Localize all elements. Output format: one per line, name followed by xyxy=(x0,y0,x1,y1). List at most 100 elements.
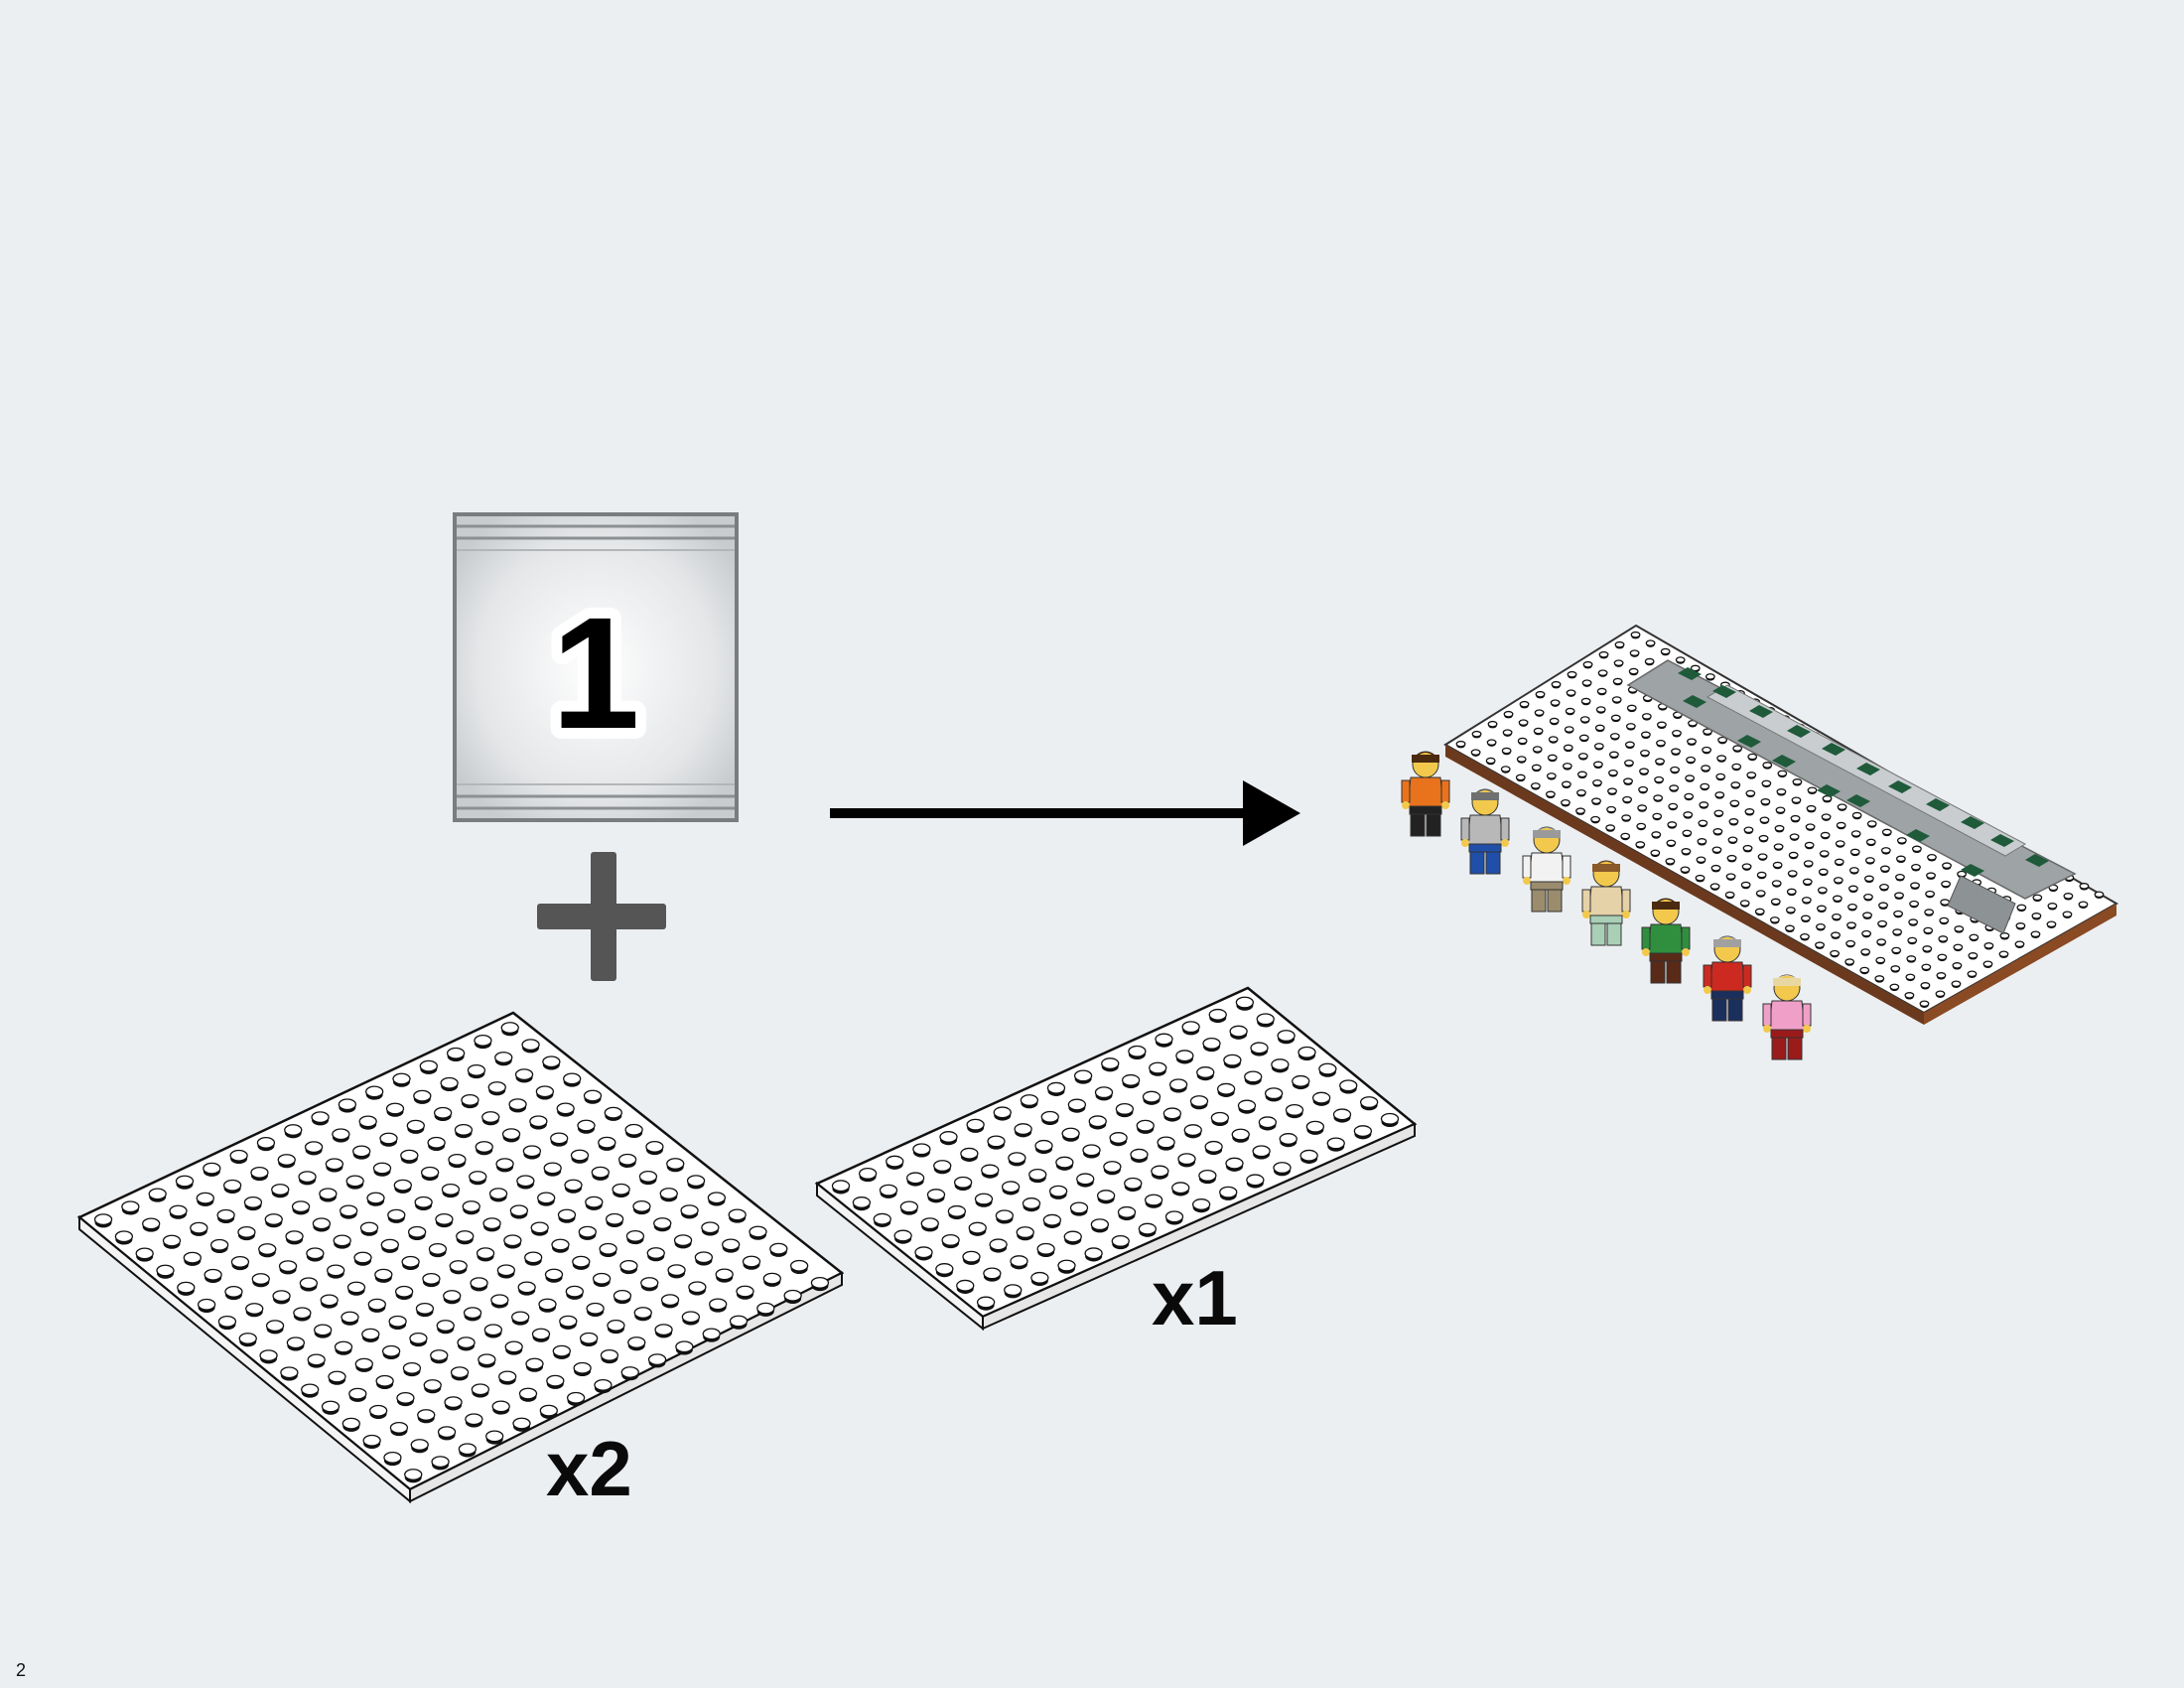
stud xyxy=(251,1273,270,1288)
stud xyxy=(1907,936,1918,945)
stud xyxy=(1954,925,1965,933)
stud xyxy=(2015,922,2026,930)
stud xyxy=(1162,1107,1182,1122)
stud xyxy=(1030,1271,1049,1287)
stud xyxy=(1668,802,1679,811)
stud xyxy=(1920,982,1931,990)
stud xyxy=(1136,1119,1155,1134)
stud xyxy=(1702,746,1712,755)
stud xyxy=(1219,1186,1238,1200)
stud xyxy=(688,1281,707,1296)
minifig-grey-cap xyxy=(1460,788,1510,875)
stud xyxy=(1596,687,1607,696)
stud xyxy=(229,1149,248,1164)
stud xyxy=(280,1366,299,1381)
stud xyxy=(960,1147,979,1162)
stud xyxy=(431,1456,450,1471)
stud xyxy=(1244,1070,1263,1085)
stud xyxy=(1576,771,1587,779)
stud xyxy=(1640,731,1651,740)
stud xyxy=(525,1357,544,1372)
stud xyxy=(1927,853,1937,862)
stud xyxy=(920,1217,939,1232)
stud xyxy=(1096,1190,1116,1204)
stud xyxy=(478,1353,496,1368)
stud xyxy=(1501,747,1512,756)
minifig-red-jacket xyxy=(1703,935,1752,1022)
stud xyxy=(1635,841,1646,849)
stud xyxy=(1904,992,1915,1000)
stud xyxy=(1652,812,1663,821)
stud xyxy=(1746,772,1757,779)
stud xyxy=(524,1251,543,1266)
stud xyxy=(559,1315,578,1330)
stud xyxy=(557,1208,577,1223)
stud xyxy=(599,1242,617,1257)
stud xyxy=(1846,921,1856,929)
stud xyxy=(491,1400,510,1415)
stud xyxy=(1847,903,1857,912)
minifig-green-shirt xyxy=(1641,898,1691,984)
minifig-pink-top xyxy=(1762,974,1812,1060)
stud xyxy=(1728,818,1739,826)
stud xyxy=(1562,763,1572,771)
stud xyxy=(444,1396,463,1411)
stud xyxy=(449,1260,468,1275)
stud xyxy=(1682,829,1693,838)
stud xyxy=(1175,1050,1194,1064)
stud xyxy=(1101,1057,1120,1072)
stud xyxy=(209,1238,229,1253)
quantity-label-large-plate: x2 xyxy=(546,1425,632,1512)
stud xyxy=(1891,946,1902,955)
stud xyxy=(1816,905,1827,914)
stud xyxy=(1598,650,1609,659)
stud xyxy=(1671,748,1681,756)
stud xyxy=(203,1162,221,1177)
stud xyxy=(1597,669,1608,677)
stud xyxy=(415,1302,435,1318)
stud xyxy=(490,1294,509,1309)
stud xyxy=(1713,809,1724,818)
stud xyxy=(304,1141,324,1156)
stud xyxy=(1699,801,1709,809)
stud xyxy=(1605,824,1616,832)
stud xyxy=(2078,901,2089,909)
stud xyxy=(1326,1137,1345,1152)
stud xyxy=(831,1180,851,1195)
stud xyxy=(458,1443,478,1458)
stud xyxy=(873,1212,891,1227)
stud xyxy=(1273,1162,1292,1177)
stud xyxy=(328,1370,346,1385)
stud xyxy=(893,1229,912,1244)
stud xyxy=(245,1303,264,1318)
green-tile xyxy=(1712,685,1736,698)
stud xyxy=(1698,819,1708,828)
stud xyxy=(715,1268,734,1283)
stud xyxy=(1551,680,1562,689)
stud xyxy=(2048,884,2059,893)
stud xyxy=(1515,774,1526,782)
stud xyxy=(1819,850,1830,858)
stud xyxy=(1862,912,1872,919)
stud xyxy=(1705,673,1715,681)
stud xyxy=(476,1247,495,1262)
stud xyxy=(1055,1156,1074,1171)
stud xyxy=(632,1199,651,1215)
stud xyxy=(1999,932,2010,940)
stud xyxy=(417,1409,436,1424)
stud xyxy=(1788,851,1799,860)
stud xyxy=(1921,963,1932,972)
stud xyxy=(1516,756,1527,764)
bag-number: 1 xyxy=(552,584,640,762)
stud xyxy=(1894,892,1904,900)
stud xyxy=(627,1336,646,1351)
stud xyxy=(1305,1120,1325,1135)
stud xyxy=(1831,931,1841,939)
stud xyxy=(552,1344,571,1359)
stud xyxy=(422,1272,441,1288)
stud xyxy=(722,1238,741,1253)
stud xyxy=(1198,1169,1217,1185)
stud xyxy=(1534,709,1545,717)
stud xyxy=(1863,875,1874,884)
stud xyxy=(769,1242,788,1257)
